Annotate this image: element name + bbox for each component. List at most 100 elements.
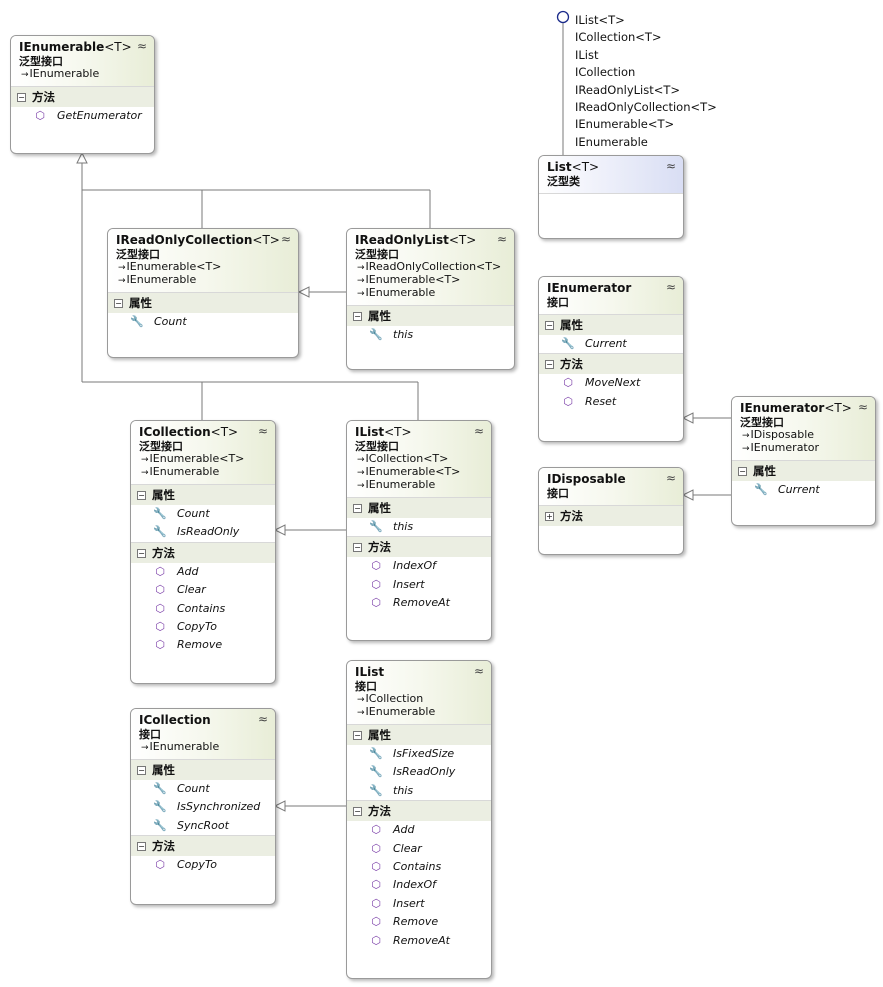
property-item[interactable]: 🔧IsSynchronized [131, 798, 275, 816]
section-header[interactable]: −方法 [11, 87, 154, 107]
collapse-chevron-icon[interactable]: ≈ [496, 232, 507, 246]
type-kind: 接口 [547, 487, 569, 500]
property-item[interactable]: 🔧this [347, 326, 514, 344]
method-item[interactable]: ⬡RemoveAt [347, 932, 491, 950]
property-item[interactable]: 🔧Current [539, 335, 683, 353]
section-header[interactable]: −属性 [347, 725, 491, 745]
property-item[interactable]: 🔧IsFixedSize [347, 745, 491, 763]
collapse-icon[interactable]: − [137, 491, 146, 500]
collapse-icon[interactable]: − [137, 842, 146, 852]
collapse-icon[interactable]: − [137, 766, 146, 775]
box-header[interactable]: List<T>泛型类≈ [539, 156, 683, 193]
property-item[interactable]: 🔧IsReadOnly [131, 523, 275, 541]
method-item[interactable]: ⬡Contains [347, 858, 491, 876]
collapse-chevron-icon[interactable]: ≈ [665, 159, 676, 173]
box-header[interactable]: IEnumerator<T>泛型接口→IDisposable→IEnumerat… [732, 397, 875, 460]
collapse-chevron-icon[interactable]: ≈ [665, 471, 676, 485]
property-item[interactable]: 🔧this [347, 518, 491, 536]
box-header[interactable]: IReadOnlyCollection<T>泛型接口→IEnumerable<T… [108, 229, 298, 292]
box-header[interactable]: IList<T>泛型接口→ICollection<T>→IEnumerable<… [347, 421, 491, 497]
lollipop-label: IList<T> [575, 13, 625, 27]
property-item[interactable]: 🔧Count [131, 505, 275, 523]
section-header[interactable]: −属性 [131, 760, 275, 780]
collapse-icon[interactable]: − [545, 360, 554, 370]
collapse-chevron-icon[interactable]: ≈ [473, 664, 484, 678]
collapse-chevron-icon[interactable]: ≈ [257, 424, 268, 438]
box-ireadonlylist-t[interactable]: IReadOnlyList<T>泛型接口→IReadOnlyCollection… [346, 228, 515, 370]
section-header[interactable]: −属性 [347, 306, 514, 326]
section-header[interactable]: +方法 [539, 506, 683, 526]
method-item[interactable]: ⬡RemoveAt [347, 594, 491, 612]
section-header[interactable]: −方法 [131, 542, 275, 563]
property-item[interactable]: 🔧Current [732, 481, 875, 499]
method-item[interactable]: ⬡Add [131, 563, 275, 581]
collapse-icon[interactable]: − [17, 93, 26, 102]
method-item[interactable]: ⬡Contains [131, 600, 275, 618]
property-item[interactable]: 🔧SyncRoot [131, 817, 275, 835]
collapse-icon[interactable]: − [545, 321, 554, 330]
property-item[interactable]: 🔧Count [131, 780, 275, 798]
box-header[interactable]: IEnumerable<T>泛型接口→IEnumerable≈ [11, 36, 154, 86]
collapse-chevron-icon[interactable]: ≈ [257, 712, 268, 726]
section-header[interactable]: −方法 [131, 836, 275, 857]
collapse-icon[interactable]: − [114, 299, 123, 308]
box-ienumerator-t[interactable]: IEnumerator<T>泛型接口→IDisposable→IEnumerat… [731, 396, 876, 526]
section-header[interactable]: −方法 [347, 801, 491, 822]
collapse-chevron-icon[interactable]: ≈ [280, 232, 291, 246]
section-header[interactable]: −属性 [347, 498, 491, 518]
collapse-icon[interactable]: − [738, 467, 747, 476]
method-item[interactable]: ⬡Add [347, 821, 491, 839]
collapse-icon[interactable]: − [353, 312, 362, 321]
method-item[interactable]: ⬡Clear [131, 581, 275, 599]
method-item[interactable]: ⬡IndexOf [347, 557, 491, 575]
method-item[interactable]: ⬡Clear [347, 840, 491, 858]
box-header[interactable]: ICollection<T>泛型接口→IEnumerable<T>→IEnume… [131, 421, 275, 484]
method-item[interactable]: ⬡Remove [131, 636, 275, 654]
collapse-icon[interactable]: − [353, 543, 362, 553]
property-item[interactable]: 🔧this [347, 782, 491, 800]
section-header[interactable]: −方法 [347, 537, 491, 558]
box-icollection-t[interactable]: ICollection<T>泛型接口→IEnumerable<T>→IEnume… [130, 420, 276, 684]
method-item[interactable]: ⬡Remove [347, 913, 491, 931]
method-item[interactable]: ⬡IndexOf [347, 876, 491, 894]
method-item[interactable]: ⬡Insert [347, 576, 491, 594]
box-list-t[interactable]: List<T>泛型类≈ [538, 155, 684, 239]
box-ienumerable-t[interactable]: IEnumerable<T>泛型接口→IEnumerable≈−方法⬡GetEn… [10, 35, 155, 154]
method-item[interactable]: ⬡Insert [347, 895, 491, 913]
collapse-chevron-icon[interactable]: ≈ [136, 39, 147, 53]
box-header[interactable]: IReadOnlyList<T>泛型接口→IReadOnlyCollection… [347, 229, 514, 305]
section-header[interactable]: −方法 [539, 354, 683, 375]
box-ilist-t[interactable]: IList<T>泛型接口→ICollection<T>→IEnumerable<… [346, 420, 492, 641]
method-item[interactable]: ⬡CopyTo [131, 856, 275, 874]
section-header[interactable]: −属性 [539, 315, 683, 335]
inherited-interface: →IEnumerable<T> [357, 273, 461, 287]
section-header[interactable]: −属性 [131, 485, 275, 505]
property-item[interactable]: 🔧IsReadOnly [347, 763, 491, 781]
collapse-chevron-icon[interactable]: ≈ [665, 280, 676, 294]
method-item[interactable]: ⬡GetEnumerator [11, 107, 154, 125]
collapse-chevron-icon[interactable]: ≈ [857, 400, 868, 414]
section-header[interactable]: −属性 [732, 461, 875, 481]
collapse-icon[interactable]: − [353, 807, 362, 817]
section-header[interactable]: −属性 [108, 293, 298, 313]
method-item[interactable]: ⬡CopyTo [131, 618, 275, 636]
member-section: −属性🔧Count🔧IsSynchronized🔧SyncRoot [131, 759, 275, 835]
expand-icon[interactable]: + [545, 512, 554, 521]
collapse-chevron-icon[interactable]: ≈ [473, 424, 484, 438]
method-item[interactable]: ⬡MoveNext [539, 374, 683, 392]
box-ireadonlycollection-t[interactable]: IReadOnlyCollection<T>泛型接口→IEnumerable<T… [107, 228, 299, 358]
member-section: −属性🔧Current [539, 314, 683, 353]
collapse-icon[interactable]: − [137, 548, 146, 558]
collapse-icon[interactable]: − [353, 731, 362, 740]
property-item[interactable]: 🔧Count [108, 313, 298, 331]
method-item[interactable]: ⬡Reset [539, 393, 683, 411]
collapse-icon[interactable]: − [353, 504, 362, 513]
